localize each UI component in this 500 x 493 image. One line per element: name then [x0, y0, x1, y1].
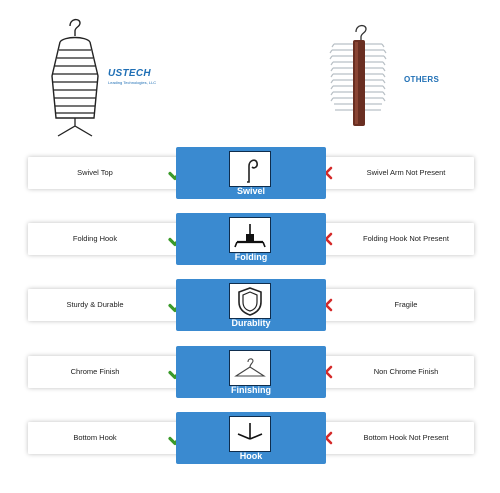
others-feature-text: Bottom Hook Not Present: [363, 433, 449, 442]
feature-panel: Swivel: [176, 147, 326, 199]
feature-panel: Folding: [176, 213, 326, 265]
feature-label: Swivel: [236, 186, 265, 196]
ustech-feature-bar: Swivel Top: [28, 157, 190, 189]
brand-logo: USTECH Leading Technologies, LLC: [108, 68, 156, 85]
bottom-hook-icon: [237, 423, 263, 440]
brand-name: USTECH: [108, 68, 151, 79]
feature-icon-box: [229, 416, 271, 452]
feature-icon-box: [229, 217, 271, 253]
others-feature-bar: Fragile: [312, 289, 474, 321]
swivel-hook-icon: [247, 159, 258, 183]
others-feature-bar: Bottom Hook Not Present: [312, 422, 474, 454]
ustech-feature-bar: Folding Hook: [28, 223, 190, 255]
feature-icon-box: [229, 350, 271, 386]
feature-panel: Hook: [176, 412, 326, 464]
feature-icon-box: [229, 283, 271, 319]
others-feature-text: Swivel Arm Not Present: [366, 168, 446, 177]
feature-label: Finishing: [231, 385, 271, 395]
shield-icon: [238, 287, 262, 316]
ustech-feature-text: Folding Hook: [72, 234, 118, 243]
feature-panel: Durablity: [176, 279, 326, 331]
feature-panel: Finishing: [176, 346, 326, 398]
feature-label: Folding: [234, 252, 268, 262]
others-feature-text: Folding Hook Not Present: [363, 234, 449, 243]
others-label: OTHERS: [404, 75, 440, 84]
ustech-feature-bar: Sturdy & Durable: [28, 289, 190, 321]
feature-label: Hook: [239, 451, 263, 461]
feature-icon-box: [229, 151, 271, 187]
others-feature-bar: Folding Hook Not Present: [312, 223, 474, 255]
ustech-feature-bar: Bottom Hook: [28, 422, 190, 454]
ustech-hanger-image: [51, 18, 99, 137]
others-feature-bar: Swivel Arm Not Present: [312, 157, 474, 189]
hanger-icon: [234, 358, 266, 377]
ustech-feature-text: Sturdy & Durable: [66, 300, 124, 309]
comparison-header: USTECH Leading Technologies, LLC OTHERS: [0, 0, 500, 140]
folding-hook-icon: [234, 224, 266, 248]
ustech-feature-text: Bottom Hook: [73, 433, 117, 442]
ustech-feature-text: Swivel Top: [77, 168, 113, 177]
others-feature-text: Fragile: [394, 300, 418, 309]
feature-label: Durablity: [231, 318, 271, 328]
others-feature-text: Non Chrome Finish: [373, 367, 439, 376]
ustech-feature-bar: Chrome Finish: [28, 356, 190, 388]
others-feature-bar: Non Chrome Finish: [312, 356, 474, 388]
ustech-feature-text: Chrome Finish: [70, 367, 120, 376]
other-hanger-image: [329, 24, 387, 126]
brand-tagline: Leading Technologies, LLC: [108, 80, 157, 85]
